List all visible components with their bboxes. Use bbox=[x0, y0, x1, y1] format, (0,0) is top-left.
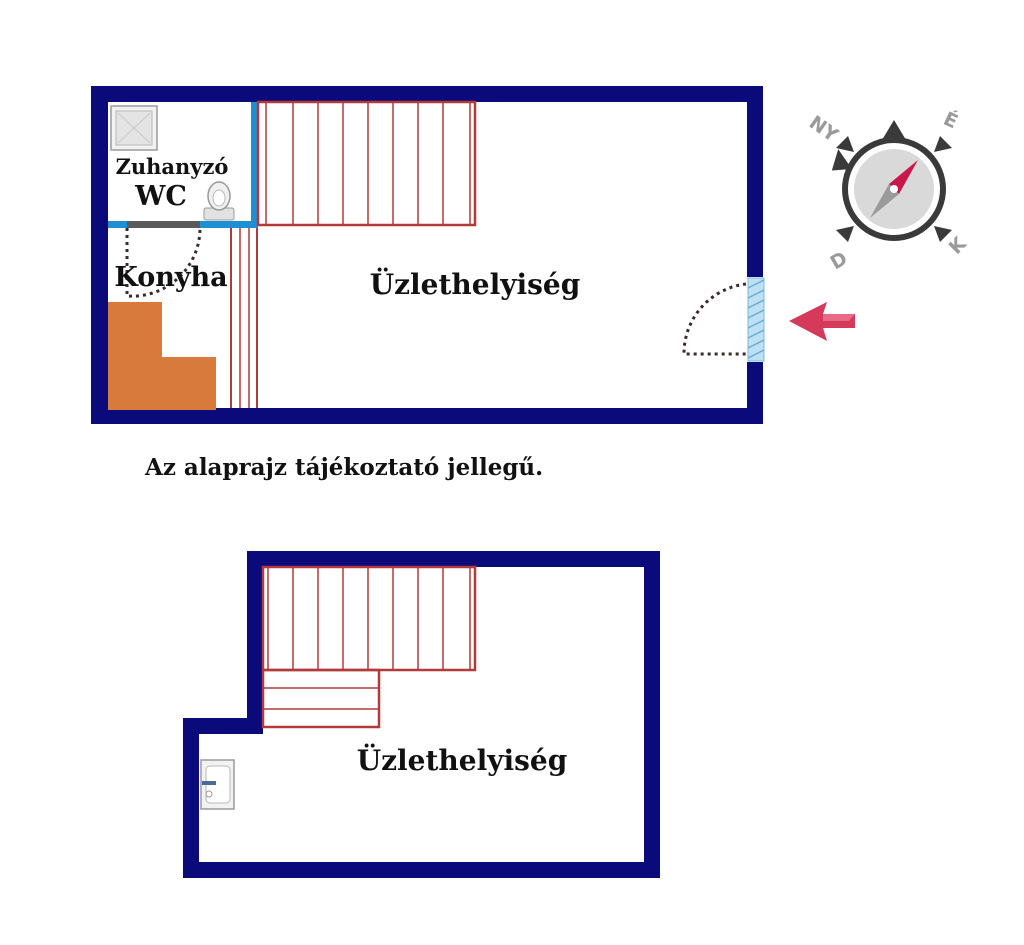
entrance-arrow-icon bbox=[789, 302, 855, 341]
compass-label-nw: NY bbox=[805, 112, 842, 147]
toilet-icon bbox=[203, 181, 235, 221]
sink-icon bbox=[200, 759, 235, 810]
bathroom-door-swing bbox=[125, 227, 202, 298]
lower-floor-plan: Üzlethelyiség bbox=[183, 551, 660, 878]
compass-needle-south bbox=[870, 184, 899, 218]
lower-outer-wall bbox=[183, 551, 660, 878]
bathroom-door-opening bbox=[127, 221, 200, 228]
shower-icon bbox=[110, 105, 158, 151]
label-shop-lower: Üzlethelyiség bbox=[357, 743, 568, 777]
bathroom-partition-vertical bbox=[251, 102, 258, 228]
compass-label-ne: É bbox=[940, 107, 961, 133]
lower-staircase bbox=[261, 565, 477, 729]
kitchen-counter bbox=[108, 302, 216, 410]
label-wc: WC bbox=[134, 181, 187, 212]
disclaimer-note: Az alaprajz tájékoztató jellegű. bbox=[144, 454, 543, 481]
compass-label-se: K bbox=[945, 232, 972, 259]
label-shop-upper: Üzlethelyiség bbox=[370, 267, 581, 301]
entrance-door bbox=[747, 277, 765, 362]
upper-floor-plan: Zuhanyzó WC Konyha Üzlethelyiség bbox=[91, 86, 765, 424]
upper-staircase bbox=[230, 100, 477, 408]
label-shower: Zuhanyzó bbox=[116, 154, 229, 179]
compass-needle-north bbox=[889, 160, 918, 194]
entrance-door-hatch bbox=[747, 279, 765, 359]
label-kitchen: Konyha bbox=[114, 262, 227, 293]
entrance-door-swing bbox=[682, 282, 747, 356]
compass-label-sw: D bbox=[827, 247, 852, 274]
compass-icon: NY É D K bbox=[805, 107, 972, 274]
